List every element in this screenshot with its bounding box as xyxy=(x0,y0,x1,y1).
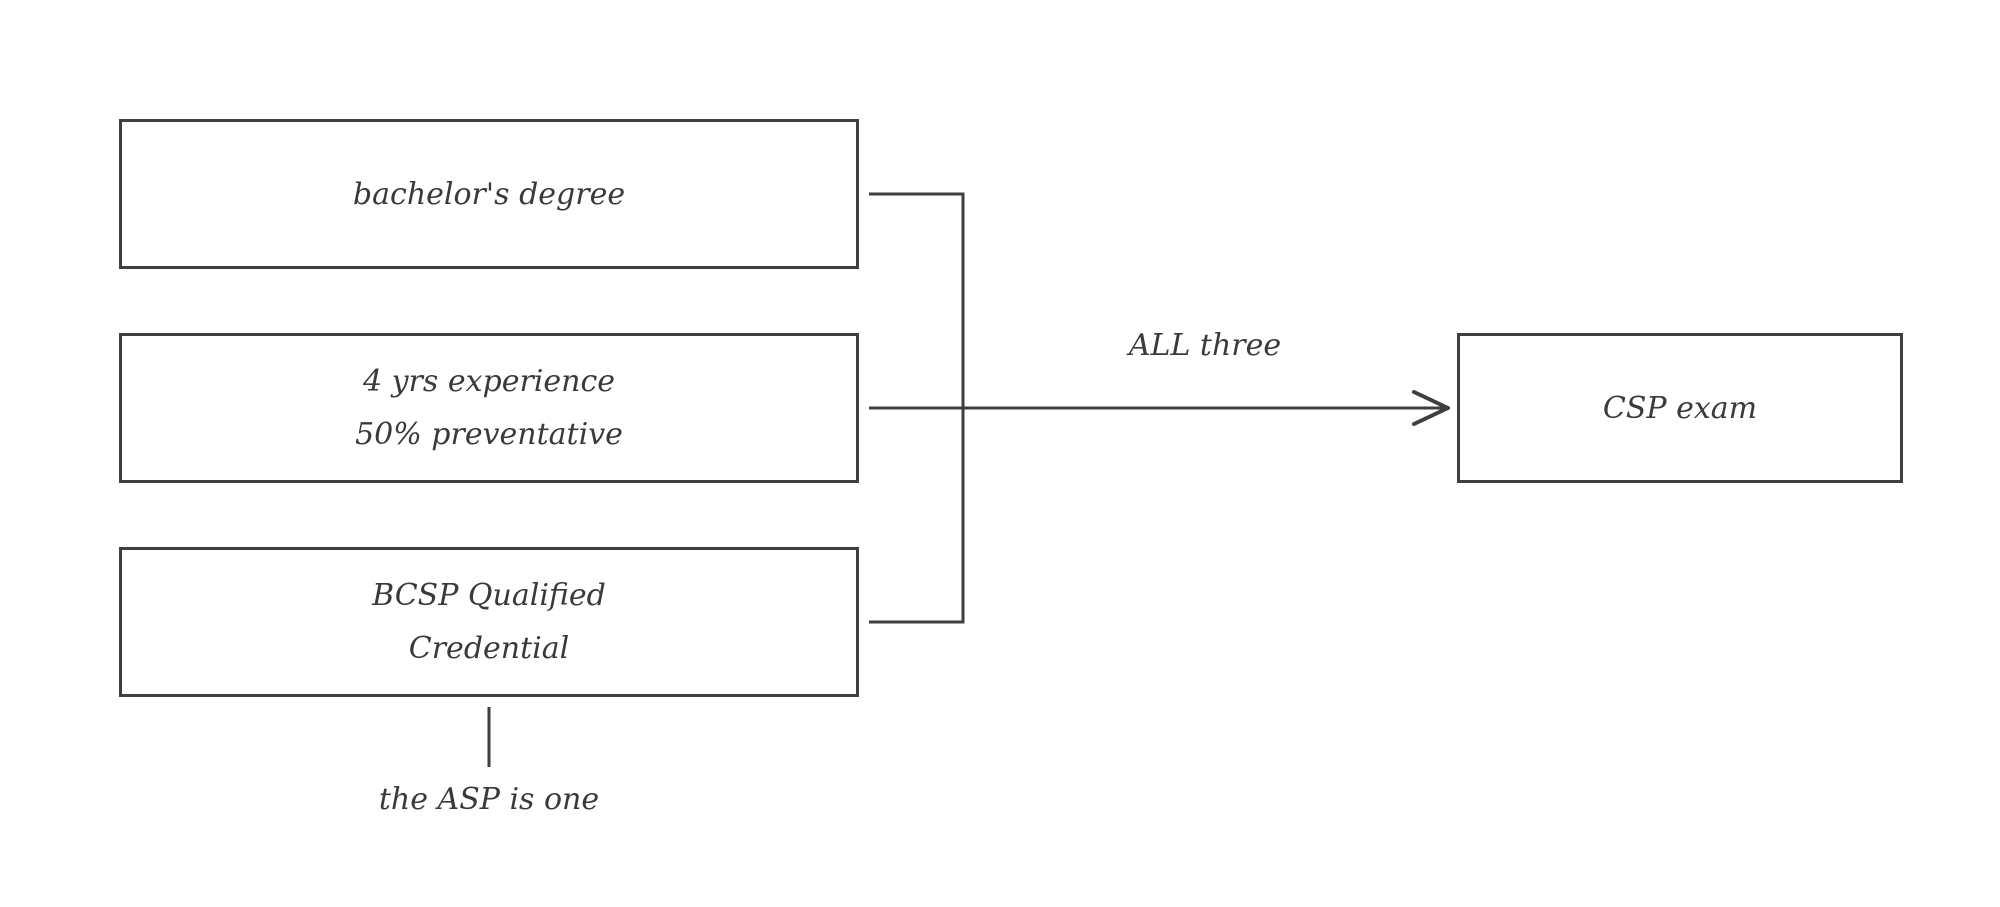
node-text-line: BCSP Qualified xyxy=(372,578,606,613)
node-csp-exam: CSP exam xyxy=(1457,333,1903,483)
node-text-line: CSP exam xyxy=(1602,390,1758,426)
node-bcsp-credential: BCSP Qualified Credential xyxy=(119,547,859,697)
arrow-head-icon xyxy=(1412,390,1450,426)
node-text-line: Credential xyxy=(408,631,570,666)
node-bachelors-degree: bachelor's degree xyxy=(119,119,859,269)
node-text-line: bachelor's degree xyxy=(352,176,626,212)
note-asp: the ASP is one xyxy=(378,782,600,817)
edge-label-all-three: ALL three xyxy=(1128,328,1282,363)
node-text-line: 4 yrs experience xyxy=(362,364,616,399)
node-experience: 4 yrs experience 50% preventative xyxy=(119,333,859,483)
node-text-line: 50% preventative xyxy=(355,417,623,452)
